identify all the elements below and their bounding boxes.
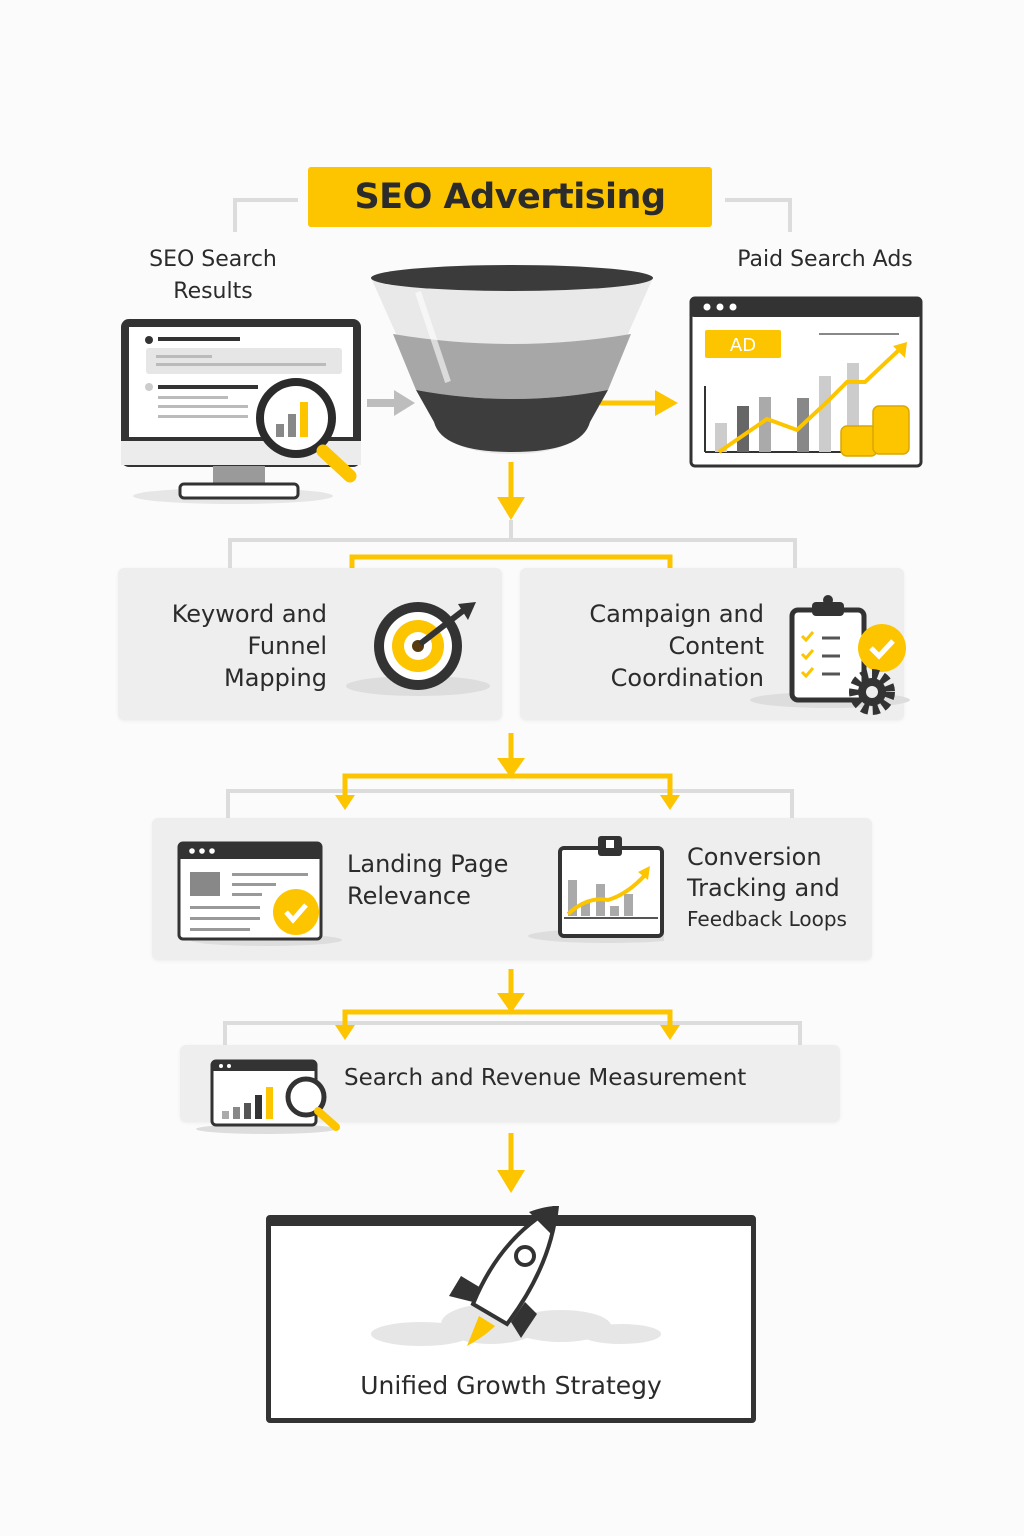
result-unified-growth-strategy: Unified Growth Strategy bbox=[266, 1206, 756, 1423]
step-search-revenue-measurement: Search and Revenue Measurement bbox=[180, 1045, 840, 1134]
gray-brackets bbox=[223, 198, 802, 1045]
ad-badge: AD bbox=[730, 335, 756, 356]
step-line: Search and Revenue Measurement bbox=[344, 1065, 747, 1091]
page-title: SEO Advertising bbox=[308, 167, 712, 227]
step-keyword-funnel-mapping: Keyword and Funnel Mapping bbox=[118, 568, 502, 720]
step-line: Coordination bbox=[610, 664, 764, 692]
step-line: Content bbox=[668, 632, 764, 660]
gray-arrow bbox=[367, 390, 415, 416]
conversion-chart-clipboard-icon bbox=[528, 836, 664, 943]
step-line: Funnel bbox=[247, 632, 327, 660]
paid-ads-chart-icon: AD bbox=[689, 296, 923, 468]
step-line: Keyword and bbox=[171, 600, 327, 628]
step-line: Landing Page bbox=[347, 850, 509, 878]
result-label: Unified Growth Strategy bbox=[360, 1371, 662, 1400]
analytics-magnifier-icon bbox=[196, 1059, 340, 1134]
step-line: Relevance bbox=[347, 882, 471, 910]
step-line: Conversion bbox=[687, 843, 822, 871]
step-line: Mapping bbox=[224, 664, 327, 692]
rocket-icon bbox=[371, 1206, 661, 1346]
step-row-landing-conversion: Landing Page Relevance Conversion Tracki… bbox=[152, 818, 872, 960]
step-campaign-content-coordination: Campaign and Content Coordination bbox=[520, 568, 910, 720]
yellow-arrows bbox=[335, 390, 680, 1193]
step-line: Campaign and bbox=[589, 600, 764, 628]
landing-page-check-icon bbox=[177, 841, 342, 946]
step-line: Tracking and bbox=[687, 874, 840, 902]
step-line: Feedback Loops bbox=[687, 907, 847, 931]
paid-search-ads-label: Paid Search Ads bbox=[737, 247, 913, 272]
seo-search-results-label: SEO Search Results bbox=[149, 247, 277, 304]
checklist-gear-icon bbox=[750, 595, 910, 715]
funnel-icon bbox=[371, 265, 653, 454]
target-icon bbox=[346, 602, 490, 696]
monitor-search-icon bbox=[121, 319, 361, 504]
